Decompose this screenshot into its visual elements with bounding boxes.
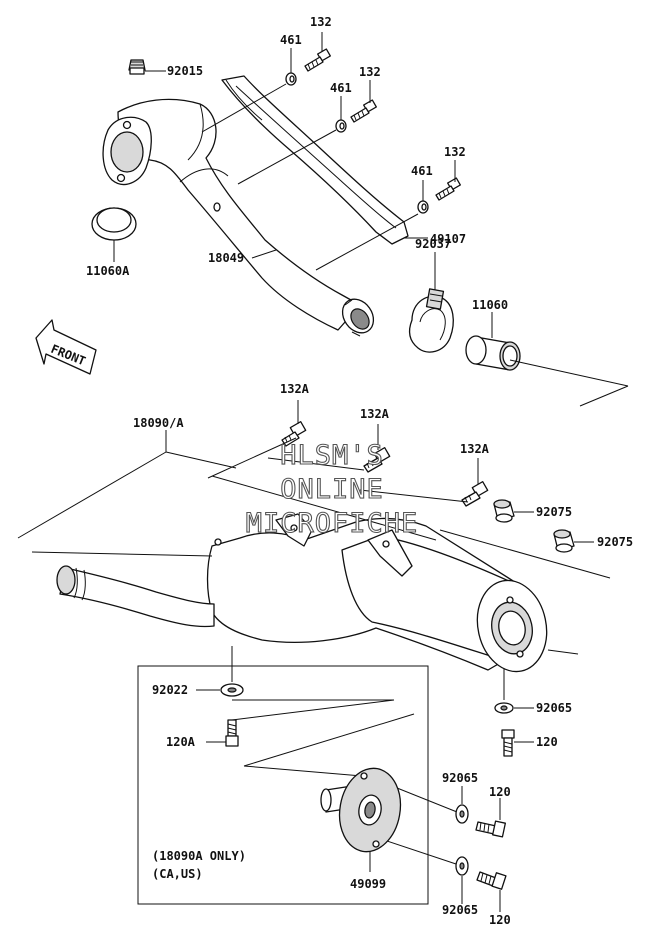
- clip-461-c: [417, 200, 429, 214]
- label-92022: 92022: [152, 683, 188, 697]
- label-92037: 92037: [415, 237, 451, 251]
- label-461-a: 461: [280, 33, 302, 47]
- washer-92022: [196, 646, 244, 697]
- tail-plate-49099: [320, 767, 402, 872]
- variant-construction-lines: [231, 699, 463, 867]
- grommet-92075-a: [493, 499, 515, 523]
- muffler-leader-bracket: [17, 430, 237, 539]
- label-132-b: 132: [359, 65, 381, 79]
- bolt-132A-1: [281, 421, 307, 447]
- clamp-92037: [408, 288, 454, 353]
- header-flange: [102, 116, 152, 185]
- label-461-c: 461: [411, 164, 433, 178]
- bolt-120A: [206, 719, 239, 747]
- bolt-120-c: [476, 871, 507, 912]
- screw-132-c: [435, 177, 461, 201]
- variant-note-line2: (CA,US): [152, 867, 203, 881]
- label-132A-2: 132A: [360, 407, 390, 421]
- screw-132-b: [350, 99, 377, 123]
- front-arrow: FRONT: [35, 319, 97, 375]
- label-11060A: 11060A: [86, 264, 130, 278]
- muffler-inlet-pipe: [56, 565, 215, 628]
- label-92075-b: 92075: [597, 535, 633, 549]
- grommet-92075-b: [553, 529, 575, 553]
- label-92075-a: 92075: [536, 505, 572, 519]
- gasket-11060A: [91, 207, 137, 241]
- screw-132-a: [304, 48, 331, 72]
- header-pipe-18049: [117, 98, 375, 337]
- watermark: HLSM'S ONLINE MICROFICHE: [245, 439, 419, 539]
- bolt-120-a: [501, 729, 515, 757]
- washer-92065-c: [455, 856, 469, 904]
- label-120-b: 120: [489, 785, 511, 799]
- label-92065-b: 92065: [442, 771, 478, 785]
- label-461-b: 461: [330, 81, 352, 95]
- heat-guard-49107: [221, 75, 409, 245]
- washer-92065-a: [494, 702, 514, 714]
- variant-note: (18090A ONLY) (CA,US): [152, 849, 246, 881]
- label-132-c: 132: [444, 145, 466, 159]
- watermark-line2: ONLINE: [280, 474, 384, 505]
- label-92065-c: 92065: [442, 903, 478, 917]
- label-49107: 49107: [430, 232, 466, 246]
- label-11060: 11060: [472, 298, 508, 312]
- washer-92065-b: [455, 786, 469, 824]
- label-132A-1: 132A: [280, 382, 310, 396]
- label-49099: 49099: [350, 877, 386, 891]
- label-120A-a: 120A: [166, 735, 196, 749]
- bolt-132A-3: [461, 481, 489, 507]
- watermark-line1: HLSM'S: [280, 440, 384, 471]
- label-18090A: 18090/A: [133, 416, 184, 430]
- bolt-132A-2: [363, 447, 391, 473]
- label-120-a: 120: [536, 735, 558, 749]
- label-132A-3: 132A: [460, 442, 490, 456]
- clip-461-a: [285, 72, 297, 86]
- part-labels: 92015 461 132 461 132 461 132 11060A 180…: [86, 15, 633, 927]
- label-132-a: 132: [310, 15, 332, 29]
- label-18049: 18049: [208, 251, 244, 265]
- lower-construction-lines: [31, 400, 611, 700]
- clip-461-b: [335, 119, 347, 133]
- label-92015: 92015: [167, 64, 203, 78]
- muffler-18090: [206, 513, 548, 673]
- collar-11060: [465, 335, 521, 371]
- watermark-line3: MICROFICHE: [246, 508, 419, 539]
- variant-note-line1: (18090A ONLY): [152, 849, 246, 863]
- variant-box: [137, 665, 429, 905]
- bolt-120-b: [475, 798, 506, 838]
- label-92065-a: 92065: [536, 701, 572, 715]
- stud-92015: [128, 59, 146, 75]
- label-120-c: 120: [489, 913, 511, 927]
- upper-leader-lines: [113, 32, 629, 407]
